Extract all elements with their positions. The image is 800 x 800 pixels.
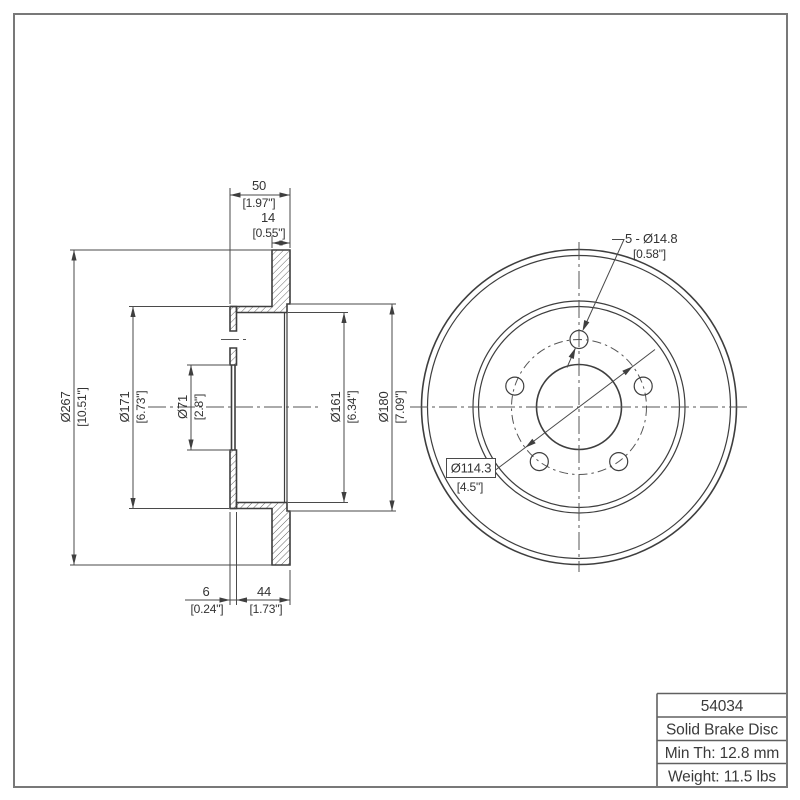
dim-bolt-holes-in: [0.58"]	[633, 247, 666, 261]
arrow	[279, 240, 290, 246]
bolt-hole	[633, 376, 653, 396]
dim-bolt-circle-mm: Ø114.3	[451, 461, 491, 476]
dim-line-bolt-circle	[495, 349, 656, 471]
arrow	[568, 347, 576, 359]
dim-overall-width-mm: 50	[252, 178, 266, 193]
bolt-circle-dim-box	[446, 458, 496, 478]
drawing-border	[13, 13, 788, 788]
arrow	[188, 439, 194, 450]
section-body-upper	[230, 249, 291, 314]
section-hat-face-upper1	[229, 305, 238, 332]
bolt-hole	[609, 452, 629, 472]
arrow	[341, 492, 347, 503]
bolt-hole	[505, 376, 525, 396]
bolt-hole	[529, 452, 549, 472]
dim-center-bore-in: [2.8"]	[192, 394, 206, 420]
dim-inner-step-in: [6.34"]	[345, 391, 359, 424]
arrow	[130, 498, 136, 509]
arrow	[71, 554, 77, 565]
dim-disc-thickness-mm: 14	[261, 210, 275, 225]
dim-face-thickness-in: [0.24"]	[191, 602, 224, 616]
section-body-lower	[230, 501, 291, 566]
dim-friction-inner-in: [7.09"]	[393, 391, 407, 424]
arrow	[389, 500, 395, 511]
dim-inner-step-mm: Ø161	[328, 391, 343, 422]
dim-friction-inner-mm: Ø180	[376, 391, 391, 422]
arrow	[279, 192, 290, 198]
arrow	[188, 365, 194, 376]
dim-overall-width-in: [1.97"]	[243, 196, 276, 210]
part-number: 54034	[701, 698, 744, 715]
arrow	[341, 312, 347, 323]
dim-outer-diameter-mm: Ø267	[58, 391, 73, 422]
dim-center-bore-mm: Ø71	[175, 395, 190, 419]
dim-disc-thickness-in: [0.55"]	[253, 226, 286, 240]
product-type: Solid Brake Disc	[666, 722, 778, 739]
dim-bolt-circle-in: [4.5"]	[457, 480, 483, 494]
arrow	[71, 250, 77, 261]
front-view: Ø114.3 [4.5"] 5 - Ø14.8 [0.58"]	[410, 231, 748, 572]
arrow	[622, 366, 633, 376]
arrow	[525, 438, 536, 448]
section-hat-face-upper2	[229, 347, 238, 366]
section-hat-face-lower	[229, 449, 238, 510]
dim-face-thickness-mm: 6	[202, 584, 209, 599]
arrow	[279, 597, 290, 603]
weight: Weight: 11.5 lbs	[668, 769, 776, 786]
min-thickness: Min Th: 12.8 mm	[665, 745, 780, 762]
dim-hat-depth-in: [1.73"]	[250, 602, 283, 616]
arrow	[582, 320, 590, 332]
arrow	[219, 597, 230, 603]
bolt-hole-leader	[583, 239, 625, 330]
arrow	[230, 192, 241, 198]
dim-hat-diameter-mm: Ø171	[117, 391, 132, 422]
dim-hat-diameter-in: [6.73"]	[134, 391, 148, 424]
arrow	[130, 306, 136, 317]
title-block: 54034 Solid Brake Disc Min Th: 12.8 mm W…	[656, 692, 786, 786]
arrow	[389, 304, 395, 315]
section-view: 50 [1.97"] 14 [0.55"] 6 [0.24"] 44 [1.73…	[58, 178, 407, 616]
dim-bolt-holes-mm: 5 - Ø14.8	[625, 231, 677, 246]
dim-hat-depth-mm: 44	[257, 584, 271, 599]
arrow	[236, 597, 247, 603]
dim-outer-diameter-in: [10.51"]	[75, 387, 89, 426]
